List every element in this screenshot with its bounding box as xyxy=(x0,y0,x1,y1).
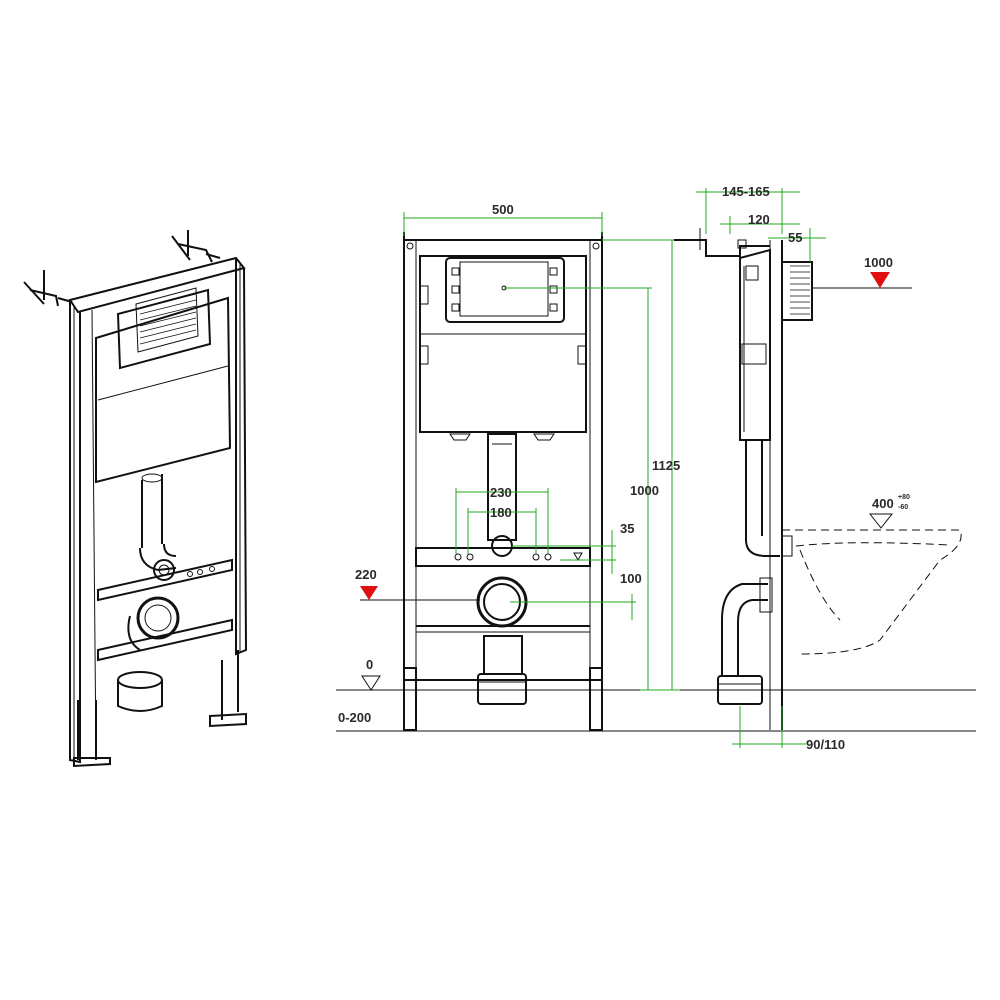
dimension-width-label: 500 xyxy=(492,202,514,217)
side-flush-plate-ribs xyxy=(790,265,810,315)
level-floor-marker xyxy=(361,675,381,691)
dimension-depth-120: 120 xyxy=(720,212,800,234)
level-seat-marker xyxy=(868,513,894,529)
dimension-bolt-to-drain-label: 100 xyxy=(620,571,642,586)
level-button-label: 1000 xyxy=(864,255,893,270)
dimension-height-button-label: 1000 xyxy=(630,483,659,498)
level-seat-label: 400 xyxy=(872,496,894,511)
dimension-depth-range: 145-165 xyxy=(696,184,800,234)
dimension-bolt-outer: 230 xyxy=(455,485,549,554)
dimension-width: 500 xyxy=(403,202,603,236)
dimension-height-total: 1125 xyxy=(602,239,680,691)
dimension-height-button: 1000 xyxy=(504,287,659,690)
dimension-bolt-inner: 180 xyxy=(467,505,537,554)
level-floor-range-label: 0-200 xyxy=(338,710,371,725)
flush-panel-ribs xyxy=(139,293,197,345)
dimension-foot-offset: 90/110 xyxy=(732,706,845,752)
dimension-depth-range-label: 145-165 xyxy=(722,184,770,199)
level-drain-label: 220 xyxy=(355,567,377,582)
front-view: 500 1125 1000 230 180 xyxy=(336,202,976,732)
dimension-bolt-inner-label: 180 xyxy=(490,505,512,520)
isometric-view xyxy=(23,230,248,768)
level-drain-marker xyxy=(360,586,378,600)
side-view: 400 +80 -60 1000 145-165 120 55 xyxy=(674,184,962,752)
level-drain: 220 xyxy=(355,567,480,601)
level-seat-tol-minus: -60 xyxy=(898,504,908,511)
dimension-height-total-label: 1125 xyxy=(652,458,680,473)
dimension-depth-55-label: 55 xyxy=(788,230,802,245)
level-button-marker xyxy=(870,272,890,288)
dimension-bolt-to-drain: 100 xyxy=(510,571,642,620)
level-floor-label: 0 xyxy=(366,657,373,672)
dimension-depth-55: 55 xyxy=(768,228,826,262)
level-seat: 400 +80 -60 xyxy=(868,494,910,529)
dimension-bolt-offset-label: 35 xyxy=(620,521,634,536)
level-floor: 0 0-200 xyxy=(338,657,381,725)
wall-bracket-right xyxy=(171,230,221,263)
level-button: 1000 xyxy=(812,255,912,289)
dimension-depth-120-label: 120 xyxy=(748,212,770,227)
wall-bracket-left xyxy=(23,270,73,307)
dimension-bolt-outer-label: 230 xyxy=(490,485,512,500)
wc-bowl xyxy=(781,529,962,655)
dimension-foot-offset-label: 90/110 xyxy=(806,737,845,752)
level-seat-tol-plus: +80 xyxy=(898,494,910,501)
dimension-bolt-offset: 35 xyxy=(512,521,634,574)
